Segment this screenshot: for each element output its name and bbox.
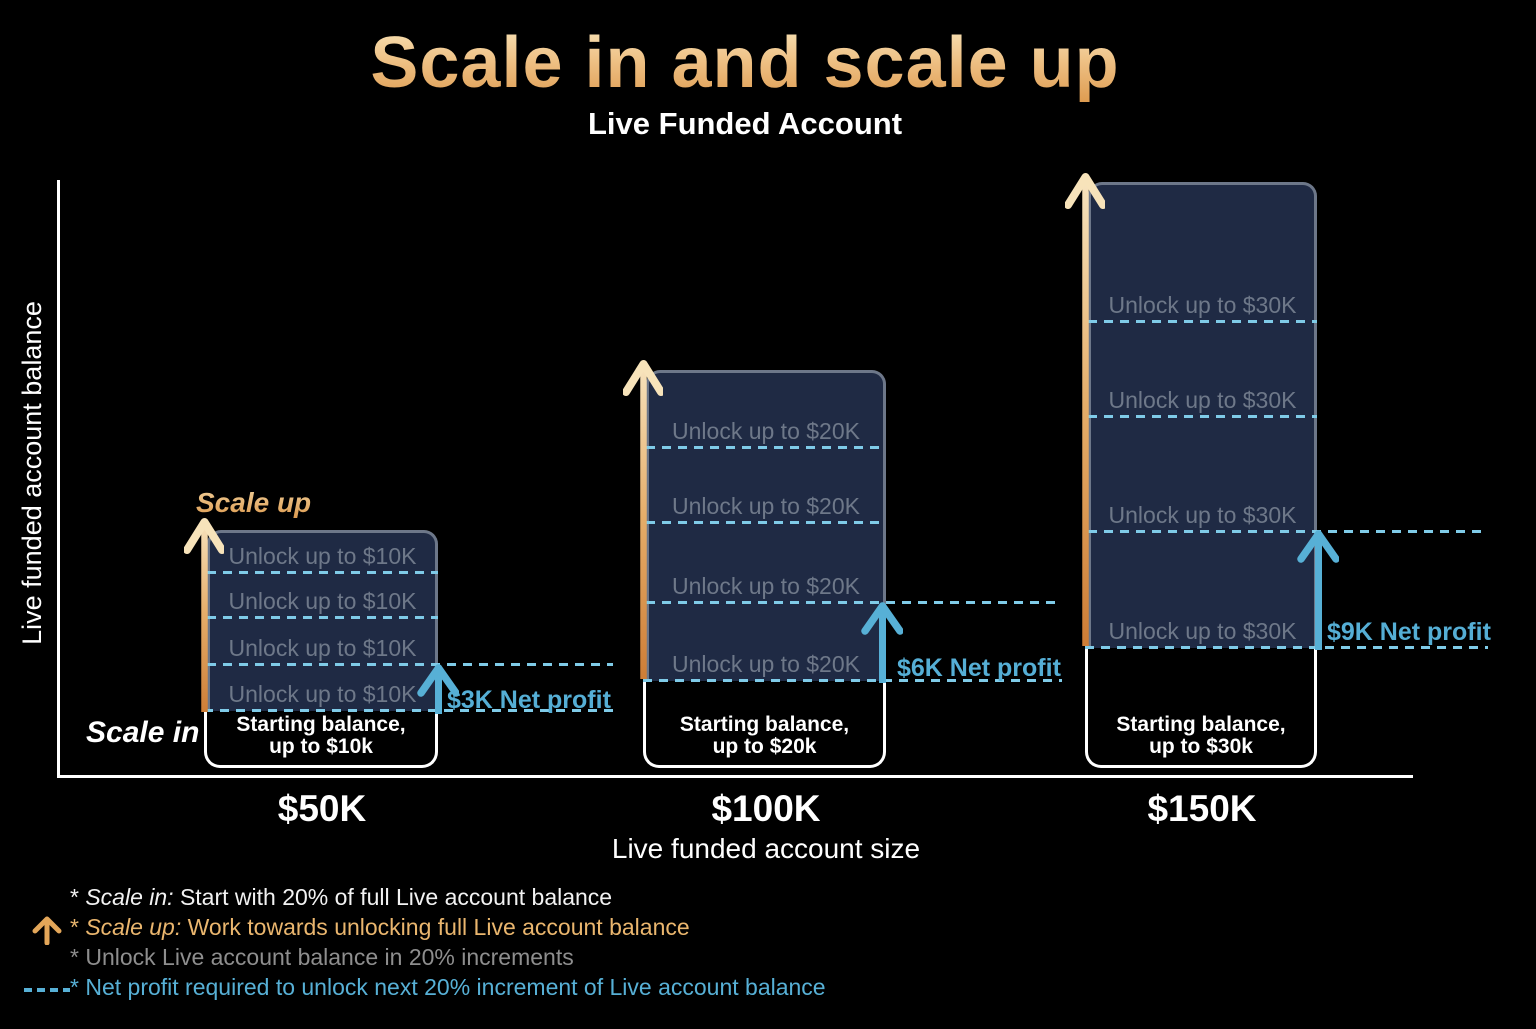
increment-dashed-line	[1088, 320, 1317, 323]
increment-dashed-line	[207, 571, 438, 574]
unlock-segment-label: Unlock up to $20K	[672, 493, 860, 519]
bar-50k-starting-box: Starting balance, up to $10k	[204, 712, 438, 768]
legend-dashed-line-icon	[24, 988, 70, 992]
net-profit-label: $9K Net profit	[1327, 618, 1491, 646]
unlock-segment-label: Unlock up to $30K	[1108, 387, 1297, 413]
scale-up-annotation: Scale up	[196, 487, 312, 518]
increment-dashed-line	[1085, 646, 1488, 649]
increment-dashed-line	[207, 616, 438, 619]
y-axis-line	[57, 180, 60, 777]
starting-balance-text: Starting balance, up to $10k	[236, 713, 406, 758]
unlock-segment-label: Unlock up to $20K	[672, 651, 860, 677]
unlock-segment-label: Unlock up to $10K	[228, 635, 417, 661]
scale-up-arrow-icon	[1065, 173, 1105, 646]
net-profit-arrow-icon	[417, 664, 459, 714]
legend-net-profit: * Net profit required to unlock next 20%…	[70, 974, 826, 1000]
page-title: Scale in and scale up	[0, 22, 1490, 104]
increment-dashed-line	[1088, 415, 1317, 418]
scale-up-arrow-icon	[184, 518, 224, 712]
legend-increments: * Unlock Live account balance in 20% inc…	[70, 944, 574, 970]
net-profit-label: $3K Net profit	[447, 686, 611, 714]
bar-150k-starting-box: Starting balance, up to $30k	[1085, 649, 1317, 768]
increment-dashed-line	[643, 679, 1062, 682]
unlock-segment-label: Unlock up to $30K	[1108, 502, 1297, 528]
increment-dashed-line	[1088, 530, 1488, 533]
legend-scale-in: * Scale in: Start with 20% of full Live …	[70, 884, 613, 910]
scale-in-annotation: Scale in	[86, 716, 200, 749]
unlock-segment-label: Unlock up to $10K	[228, 681, 417, 707]
y-axis-label: Live funded account balance	[17, 301, 47, 645]
x-axis-line	[57, 775, 1413, 778]
net-profit-arrow-icon	[1297, 530, 1339, 650]
bar-100k-starting-box: Starting balance, up to $20k	[643, 682, 886, 768]
starting-balance-text: Starting balance, up to $30k	[1116, 713, 1286, 758]
bar-50k-unlock-box	[207, 530, 438, 711]
bar-100k-unlock-box	[646, 370, 886, 681]
page-subtitle: Live Funded Account	[587, 106, 903, 141]
x-tick-150k: $150K	[1147, 788, 1257, 829]
legend-scale-up: * Scale up: Work towards unlocking full …	[70, 914, 690, 940]
x-tick-100k: $100K	[711, 788, 821, 829]
x-axis-label: Live funded account size	[611, 833, 921, 864]
legend-arrow-up-icon	[32, 916, 62, 945]
unlock-segment-label: Unlock up to $30K	[1108, 618, 1297, 644]
unlock-segment-label: Unlock up to $10K	[228, 543, 417, 569]
unlock-segment-label: Unlock up to $20K	[672, 418, 860, 444]
increment-dashed-line	[646, 446, 886, 449]
unlock-segment-label: Unlock up to $30K	[1108, 292, 1297, 318]
increment-dashed-line	[646, 601, 1062, 604]
unlock-segment-label: Unlock up to $10K	[228, 588, 417, 614]
increment-dashed-line	[204, 709, 613, 712]
net-profit-arrow-icon	[861, 602, 903, 683]
increment-dashed-line	[207, 663, 613, 666]
net-profit-label: $6K Net profit	[897, 654, 1061, 682]
increment-dashed-line	[646, 521, 886, 524]
unlock-segment-label: Unlock up to $20K	[672, 573, 860, 599]
x-tick-50k: $50K	[277, 788, 367, 829]
starting-balance-text: Starting balance, up to $20k	[679, 713, 850, 758]
scale-up-arrow-icon	[623, 360, 663, 679]
